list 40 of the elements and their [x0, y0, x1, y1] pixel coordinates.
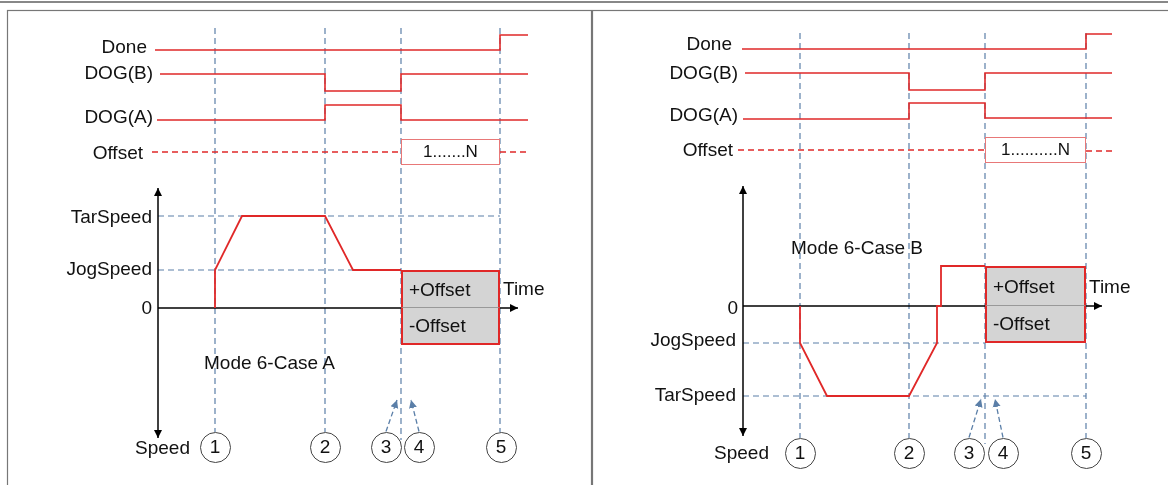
step-number: 2	[893, 437, 925, 469]
offset-range-box: 1..........N	[985, 137, 1086, 163]
leader-line	[992, 398, 1004, 439]
offset-region: -Offset	[985, 306, 1086, 343]
offset-region: +Offset	[401, 270, 500, 308]
axis-label: Time	[503, 278, 545, 300]
step-number: 3	[953, 437, 985, 469]
step-number: 4	[403, 431, 435, 463]
speed-level-label: TarSpeed	[70, 206, 152, 228]
step-number: 4	[987, 437, 1019, 469]
signal-label: Offset	[682, 139, 733, 161]
leader-line	[385, 399, 399, 433]
axis-label: Speed	[135, 437, 190, 459]
speed-level-label: JogSpeed	[650, 329, 736, 351]
case-title: Mode 6-Case B	[791, 237, 923, 259]
step-number: 5	[485, 431, 517, 463]
step-number: 1	[784, 437, 816, 469]
axis-label: Speed	[714, 442, 769, 464]
speed-level-label: JogSpeed	[66, 258, 152, 280]
speed-level-label: TarSpeed	[654, 384, 736, 406]
signal-label: DOG(B)	[84, 62, 153, 84]
axis-label: Time	[1089, 276, 1131, 298]
leader-line	[968, 398, 983, 439]
signal-label: Done	[686, 33, 732, 55]
signal-label: DOG(A)	[669, 104, 738, 126]
step-number: 5	[1070, 437, 1102, 469]
offset-range-box: 1.......N	[401, 139, 500, 165]
case-title: Mode 6-Case A	[204, 352, 335, 374]
signal-label: Offset	[92, 142, 143, 164]
step-number: 1	[199, 431, 231, 463]
signal-label: Done	[101, 36, 147, 58]
signal-label: DOG(A)	[84, 106, 153, 128]
leader-line	[409, 399, 420, 433]
axis-value-label: 0	[141, 297, 152, 319]
step-number: 3	[370, 431, 402, 463]
step-number: 2	[309, 431, 341, 463]
offset-region: -Offset	[401, 308, 500, 345]
axis-value-label: 0	[727, 297, 738, 319]
offset-region: +Offset	[985, 266, 1086, 306]
signal-label: DOG(B)	[669, 62, 738, 84]
